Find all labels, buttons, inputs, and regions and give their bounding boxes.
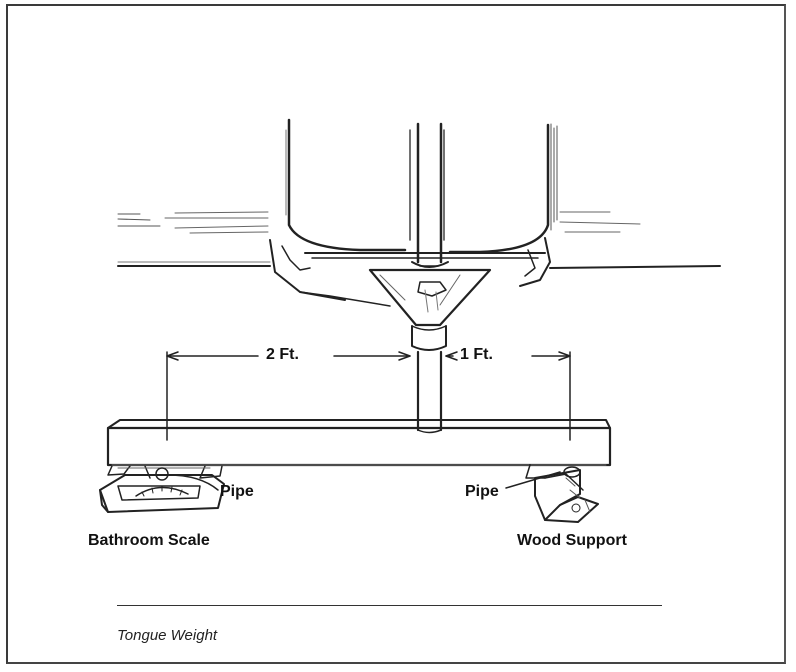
figure-caption: Tongue Weight — [117, 627, 218, 644]
caption-divider — [117, 605, 662, 606]
wood-support-label: Wood Support — [517, 532, 627, 549]
beam — [106, 419, 612, 467]
dimension-line — [166, 351, 571, 441]
support-pipe — [416, 350, 443, 434]
tank-bracket — [269, 237, 551, 307]
right-distance-label: 1 Ft. — [460, 346, 493, 363]
trailer-body — [117, 211, 721, 269]
diagram-frame — [6, 4, 786, 664]
wood-pipe-leader — [505, 471, 561, 489]
wood-support — [525, 464, 599, 523]
left-distance-label: 2 Ft. — [266, 346, 299, 363]
propane-tanks — [285, 118, 558, 254]
bathroom-scale-label: Bathroom Scale — [88, 532, 210, 549]
pipe-label-right: Pipe — [465, 483, 499, 500]
coupler — [368, 268, 492, 351]
scale-pipe-leader — [167, 474, 219, 491]
jack-post — [411, 122, 449, 268]
pipe-label-left: Pipe — [220, 483, 254, 500]
bathroom-scale — [99, 465, 225, 513]
